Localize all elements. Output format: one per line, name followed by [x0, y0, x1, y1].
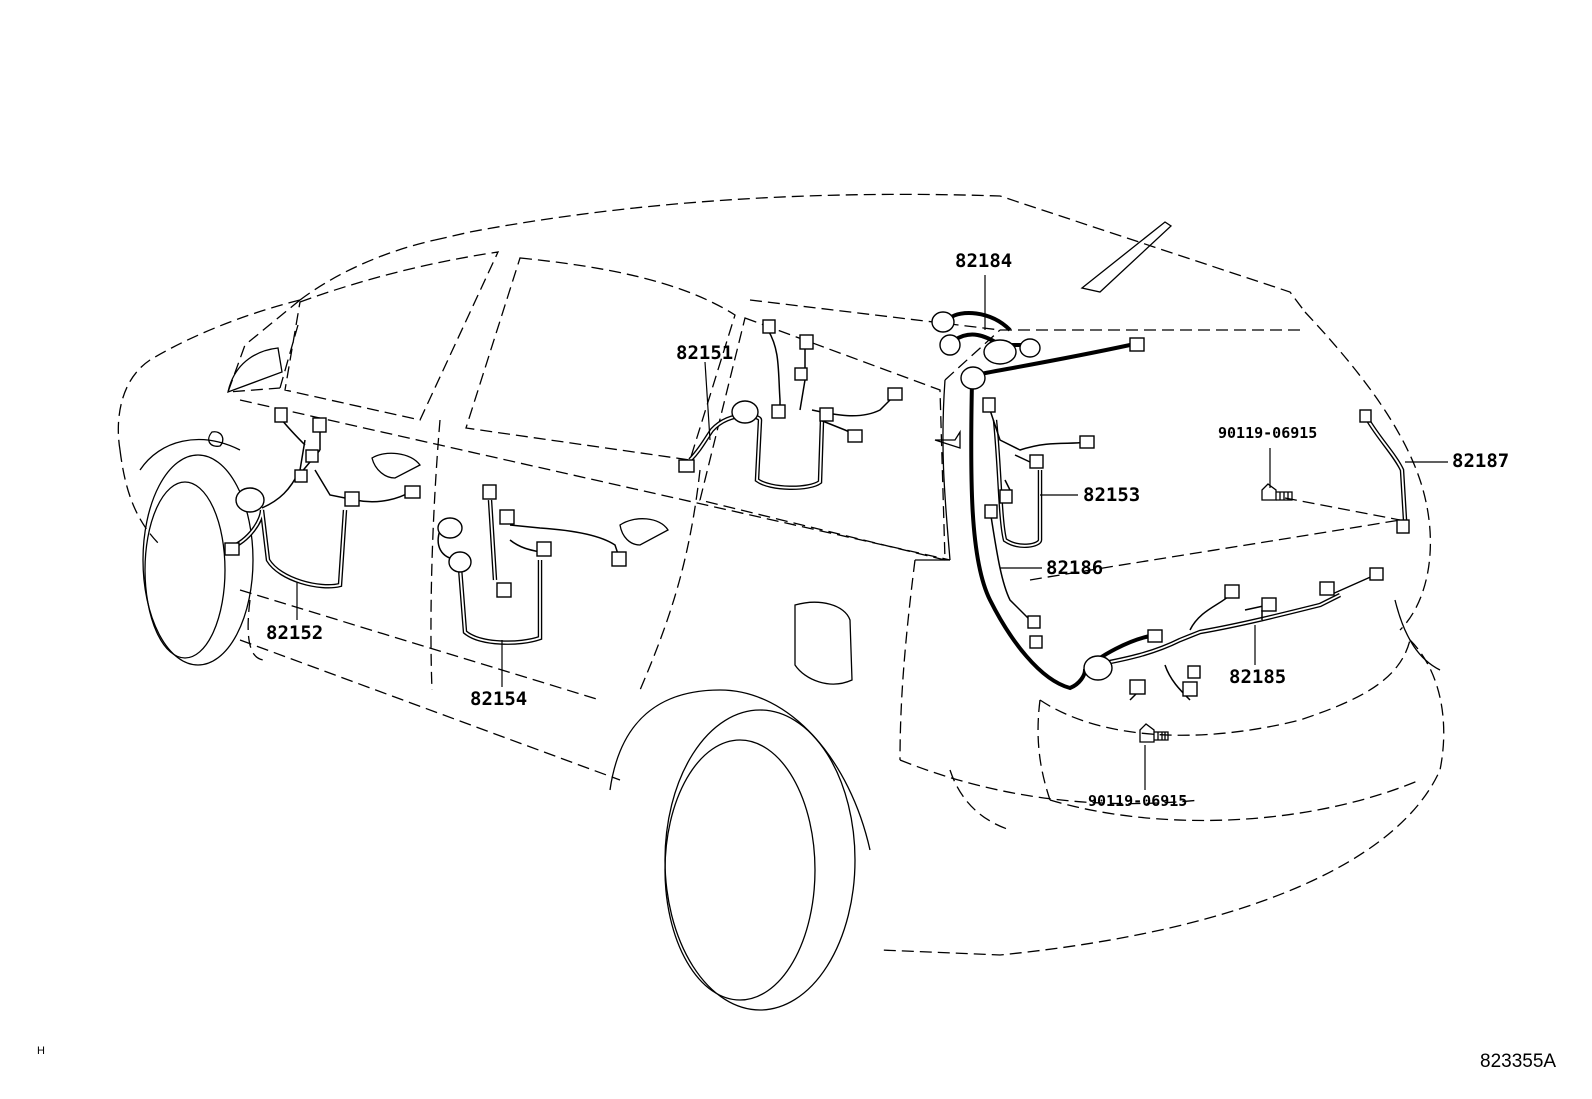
vehicle-body-outline — [117, 193, 1445, 956]
connector — [1359, 409, 1372, 423]
connector — [536, 541, 552, 557]
harness-82152 — [224, 407, 421, 589]
front-door-handle — [371, 452, 421, 479]
connector — [1029, 454, 1044, 469]
figure-code: 823355A — [1480, 1051, 1557, 1072]
leader-82151 — [704, 361, 711, 441]
connector — [404, 485, 421, 499]
label-82153: 82153 — [1083, 484, 1141, 506]
harness-82153 — [934, 397, 1095, 548]
label-82184: 82184 — [955, 250, 1013, 272]
connector — [1147, 629, 1163, 643]
connector — [799, 334, 814, 350]
connector — [982, 397, 996, 413]
grommet-82154-lower — [448, 551, 472, 573]
connector — [294, 469, 308, 483]
connector — [1027, 615, 1041, 629]
connector — [344, 491, 360, 507]
front-wheel-inner — [144, 481, 226, 659]
connector — [939, 334, 961, 356]
label-82151: 82151 — [676, 342, 734, 364]
connector — [999, 489, 1013, 504]
connector — [678, 459, 695, 473]
rear-door-handle — [619, 518, 669, 546]
side-connector-bracket — [934, 429, 961, 449]
connector — [762, 319, 776, 334]
connector — [1187, 665, 1201, 679]
connector — [496, 582, 512, 598]
roof-grommet — [983, 339, 1017, 365]
rear-wheel — [664, 709, 856, 1011]
connector — [499, 509, 515, 525]
grommet-82151 — [731, 400, 759, 424]
harness-82184 — [931, 311, 1041, 365]
leader-lines — [296, 275, 1448, 790]
connector — [1019, 338, 1041, 358]
connector — [1261, 597, 1277, 612]
side-mirror — [227, 347, 283, 394]
roof-antenna — [1080, 221, 1173, 293]
connector — [819, 407, 834, 422]
connector — [794, 367, 808, 381]
connector — [1129, 337, 1145, 352]
connector — [1029, 635, 1043, 649]
connector — [274, 407, 288, 423]
label-bolt-upper: 90119-06915 — [1218, 424, 1318, 442]
harness-82151 — [678, 319, 903, 490]
connector — [1224, 584, 1240, 599]
connector — [887, 387, 903, 401]
label-bolt-lower: 90119-06915 — [1088, 792, 1188, 810]
connector — [1396, 519, 1410, 534]
connector — [482, 484, 497, 500]
connector — [1319, 581, 1335, 596]
label-82152: 82152 — [266, 622, 324, 644]
rear-wheel-inner — [664, 739, 816, 1001]
wire-harnesses — [224, 311, 1410, 743]
connector — [1182, 681, 1198, 697]
grommet-82154 — [437, 517, 463, 539]
connector — [305, 449, 319, 463]
connector — [312, 417, 327, 433]
label-82186: 82186 — [1046, 557, 1104, 579]
label-82185: 82185 — [1229, 666, 1287, 688]
connector — [611, 551, 627, 567]
grommet-82185 — [1083, 655, 1113, 681]
grommet-82186 — [960, 366, 986, 390]
harness-82186 — [960, 337, 1163, 691]
fuel-door — [794, 601, 853, 685]
harness-82185 — [1083, 567, 1384, 701]
connector — [224, 542, 240, 556]
harness-82154 — [437, 484, 627, 645]
front-wheel — [142, 454, 254, 666]
harness-82187 — [1359, 409, 1410, 534]
connector — [1079, 435, 1095, 449]
connector — [931, 311, 955, 333]
connector — [984, 504, 998, 519]
bolt-lower — [1139, 723, 1169, 743]
connector — [1369, 567, 1384, 581]
connector — [847, 429, 863, 443]
connector — [771, 404, 786, 419]
vehicle-solid-features — [139, 221, 1441, 1011]
label-82154: 82154 — [470, 688, 528, 710]
label-82187: 82187 — [1452, 450, 1510, 472]
grommet-82152 — [235, 487, 265, 513]
connector — [1129, 679, 1146, 695]
corner-mark: H — [37, 1045, 45, 1057]
bolt-upper — [1261, 483, 1293, 501]
